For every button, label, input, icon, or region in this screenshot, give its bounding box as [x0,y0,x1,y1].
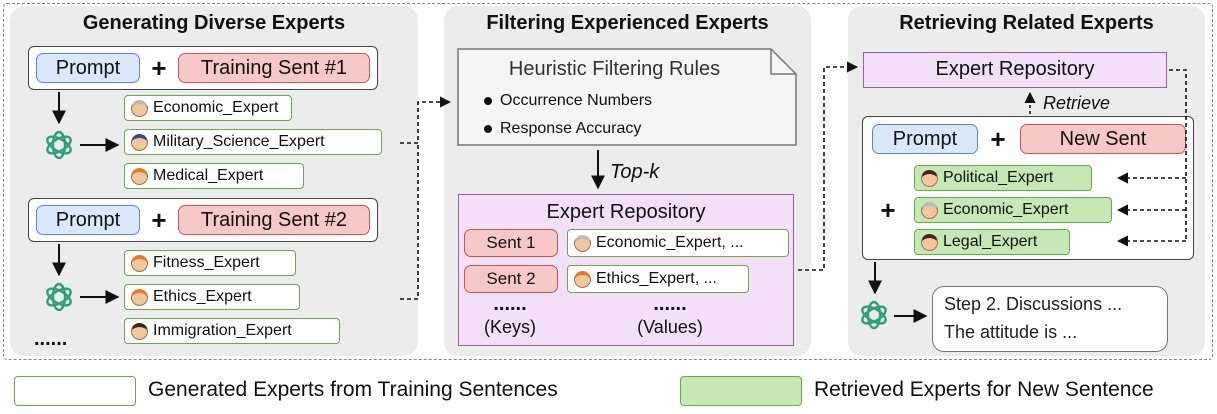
legend-label-generated: Generated Experts from Training Sentence… [148,378,558,401]
keys-label: (Keys) [483,317,536,337]
legend-swatch-generated [14,376,136,406]
value-row-2: Ethics_Expert, ... [567,265,749,293]
repo-title: Expert Repository [935,58,1095,80]
politician-face-icon [921,169,938,187]
expert-label: Military_Science_Expert [153,133,325,150]
elder-face-icon [131,99,148,117]
new-sentence: New Sent [1020,124,1186,154]
panel-title-retrieving: Retrieving Related Experts [899,12,1154,34]
output-line-1: Step 2. Discussions ... [944,294,1123,314]
retrieved-expert-economic: Economic_Expert [914,197,1112,223]
expert-label: Legal_Expert [943,233,1038,250]
rule-accuracy: Response Accuracy [484,120,641,138]
expert-label: Political_Expert [943,169,1054,186]
values-ellipsis: ...... [653,293,687,315]
expert-repository-box [863,52,1167,88]
plus-sign: + [151,204,167,235]
rules-title: Heuristic Filtering Rules [508,58,721,80]
prompt-pill: Prompt [36,53,140,83]
panel-title-filtering: Filtering Experienced Experts [486,12,769,34]
chatgpt-icon [857,298,891,332]
scholar-face-icon [131,288,148,306]
expert-medical: Medical_Expert [124,163,304,189]
chatgpt-icon [42,128,76,162]
retrieved-expert-political: Political_Expert [914,165,1092,191]
expert-military-science: Military_Science_Expert [124,129,382,155]
retrieve-label: Retrieve [1043,93,1111,113]
training-sentence-1: Training Sent #1 [178,53,370,83]
more-ellipsis: ...... [34,328,68,350]
lawyer-face-icon [921,233,938,251]
prompt-pill: Prompt [872,124,978,154]
values-label: (Values) [637,317,703,337]
official-face-icon [131,322,148,340]
rule-occurrence: Occurrence Numbers [484,92,652,110]
training-sentence-2: Training Sent #2 [178,205,370,235]
scholar-face-icon [574,270,591,288]
expert-label: Ethics_Expert [153,288,252,305]
value-label: Ethics_Expert, ... [596,270,717,287]
bullet-icon [484,97,492,105]
key-sent-1: Sent 1 [464,229,558,257]
expert-label: Economic_Expert [153,99,279,116]
keys-ellipsis: ...... [493,293,527,315]
elder-face-icon [574,234,591,252]
expert-ethics: Ethics_Expert [124,284,300,310]
key-sent-2: Sent 2 [464,265,558,293]
llm-output-box [932,286,1168,352]
legend-swatch-retrieved [680,376,802,406]
chatgpt-icon [42,280,76,314]
athlete-face-icon [131,254,148,272]
rules-document [457,48,797,146]
expert-label: Economic_Expert [943,201,1069,218]
elder-face-icon [921,201,938,219]
expert-label: Medical_Expert [153,167,264,184]
plus-sign: + [880,194,896,225]
doctor-face-icon [131,167,148,185]
rule-label: Response Accuracy [500,120,642,137]
dashed-frame [3,3,1213,360]
expert-label: Fitness_Expert [153,254,260,271]
topk-label: Top-k [610,161,660,183]
prompt-pill: Prompt [36,205,140,235]
panel-title-generating: Generating Diverse Experts [82,12,346,34]
repo-title: Expert Repository [546,201,706,223]
expert-immigration: Immigration_Expert [124,318,340,344]
officer-face-icon [131,133,148,151]
expert-economic: Economic_Expert [124,95,292,121]
plus-sign: + [990,123,1006,154]
plus-sign: + [151,52,167,83]
value-row-1: Economic_Expert, ... [567,229,789,257]
value-label: Economic_Expert, ... [596,234,744,251]
legend-label-retrieved: Retrieved Experts for New Sentence [814,378,1154,401]
expert-label: Immigration_Expert [153,322,292,339]
retrieved-expert-legal: Legal_Expert [914,229,1070,255]
expert-fitness: Fitness_Expert [124,250,296,276]
output-line-2: The attitude is ... [944,322,1078,342]
rule-label: Occurrence Numbers [500,92,653,109]
bullet-icon [484,125,492,133]
